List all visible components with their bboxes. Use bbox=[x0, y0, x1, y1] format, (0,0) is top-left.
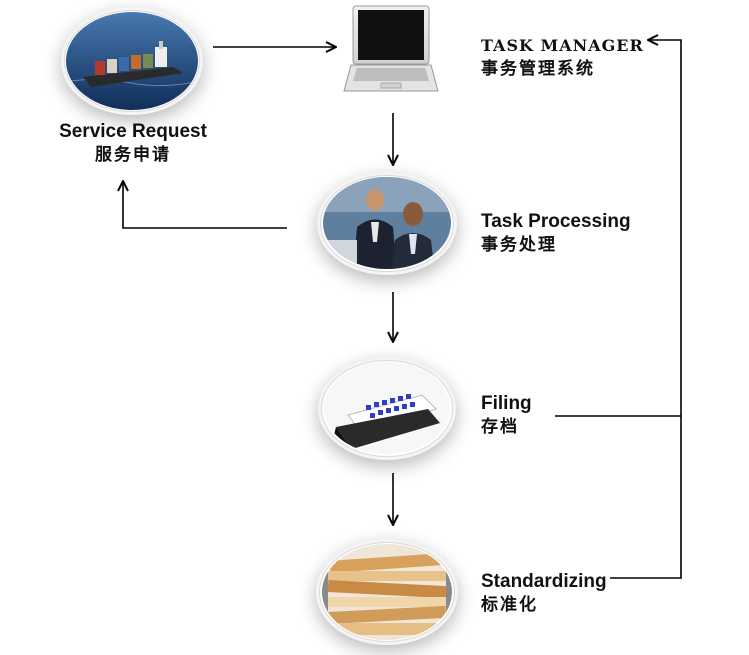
filing-label: Filing 存档 bbox=[481, 392, 532, 438]
task-manager-label: TASK MANAGER 事务管理系统 bbox=[481, 34, 644, 80]
task-processing-title: Task Processing bbox=[481, 211, 631, 232]
service-request-subtitle: 服务申请 bbox=[95, 145, 171, 164]
arrow-feedback-to-manager bbox=[610, 40, 682, 579]
standardizing-label: Standardizing 标准化 bbox=[481, 570, 607, 616]
laptop-picture bbox=[343, 5, 439, 92]
filing-subtitle: 存档 bbox=[481, 417, 519, 436]
filing-node bbox=[318, 357, 456, 460]
task-processing-node bbox=[317, 172, 457, 275]
standardizing-node bbox=[316, 539, 458, 645]
service-request-node bbox=[61, 7, 203, 115]
task-manager-subtitle: 事务管理系统 bbox=[481, 59, 595, 78]
service-request-label: Service Request 服务申请 bbox=[53, 120, 213, 166]
cargo-ship-picture bbox=[66, 12, 198, 110]
filing-title: Filing bbox=[481, 393, 532, 414]
card-file-picture bbox=[324, 362, 450, 454]
document-stack-picture bbox=[322, 544, 452, 640]
task-processing-subtitle: 事务处理 bbox=[481, 235, 557, 254]
standardizing-subtitle: 标准化 bbox=[481, 595, 538, 614]
task-processing-label: Task Processing 事务处理 bbox=[481, 210, 631, 256]
standardizing-title: Standardizing bbox=[481, 571, 607, 592]
service-request-title: Service Request bbox=[59, 121, 207, 142]
task-manager-title: TASK MANAGER bbox=[481, 36, 644, 55]
arrow-processing-to-request bbox=[123, 181, 287, 229]
business-people-picture bbox=[323, 177, 451, 269]
